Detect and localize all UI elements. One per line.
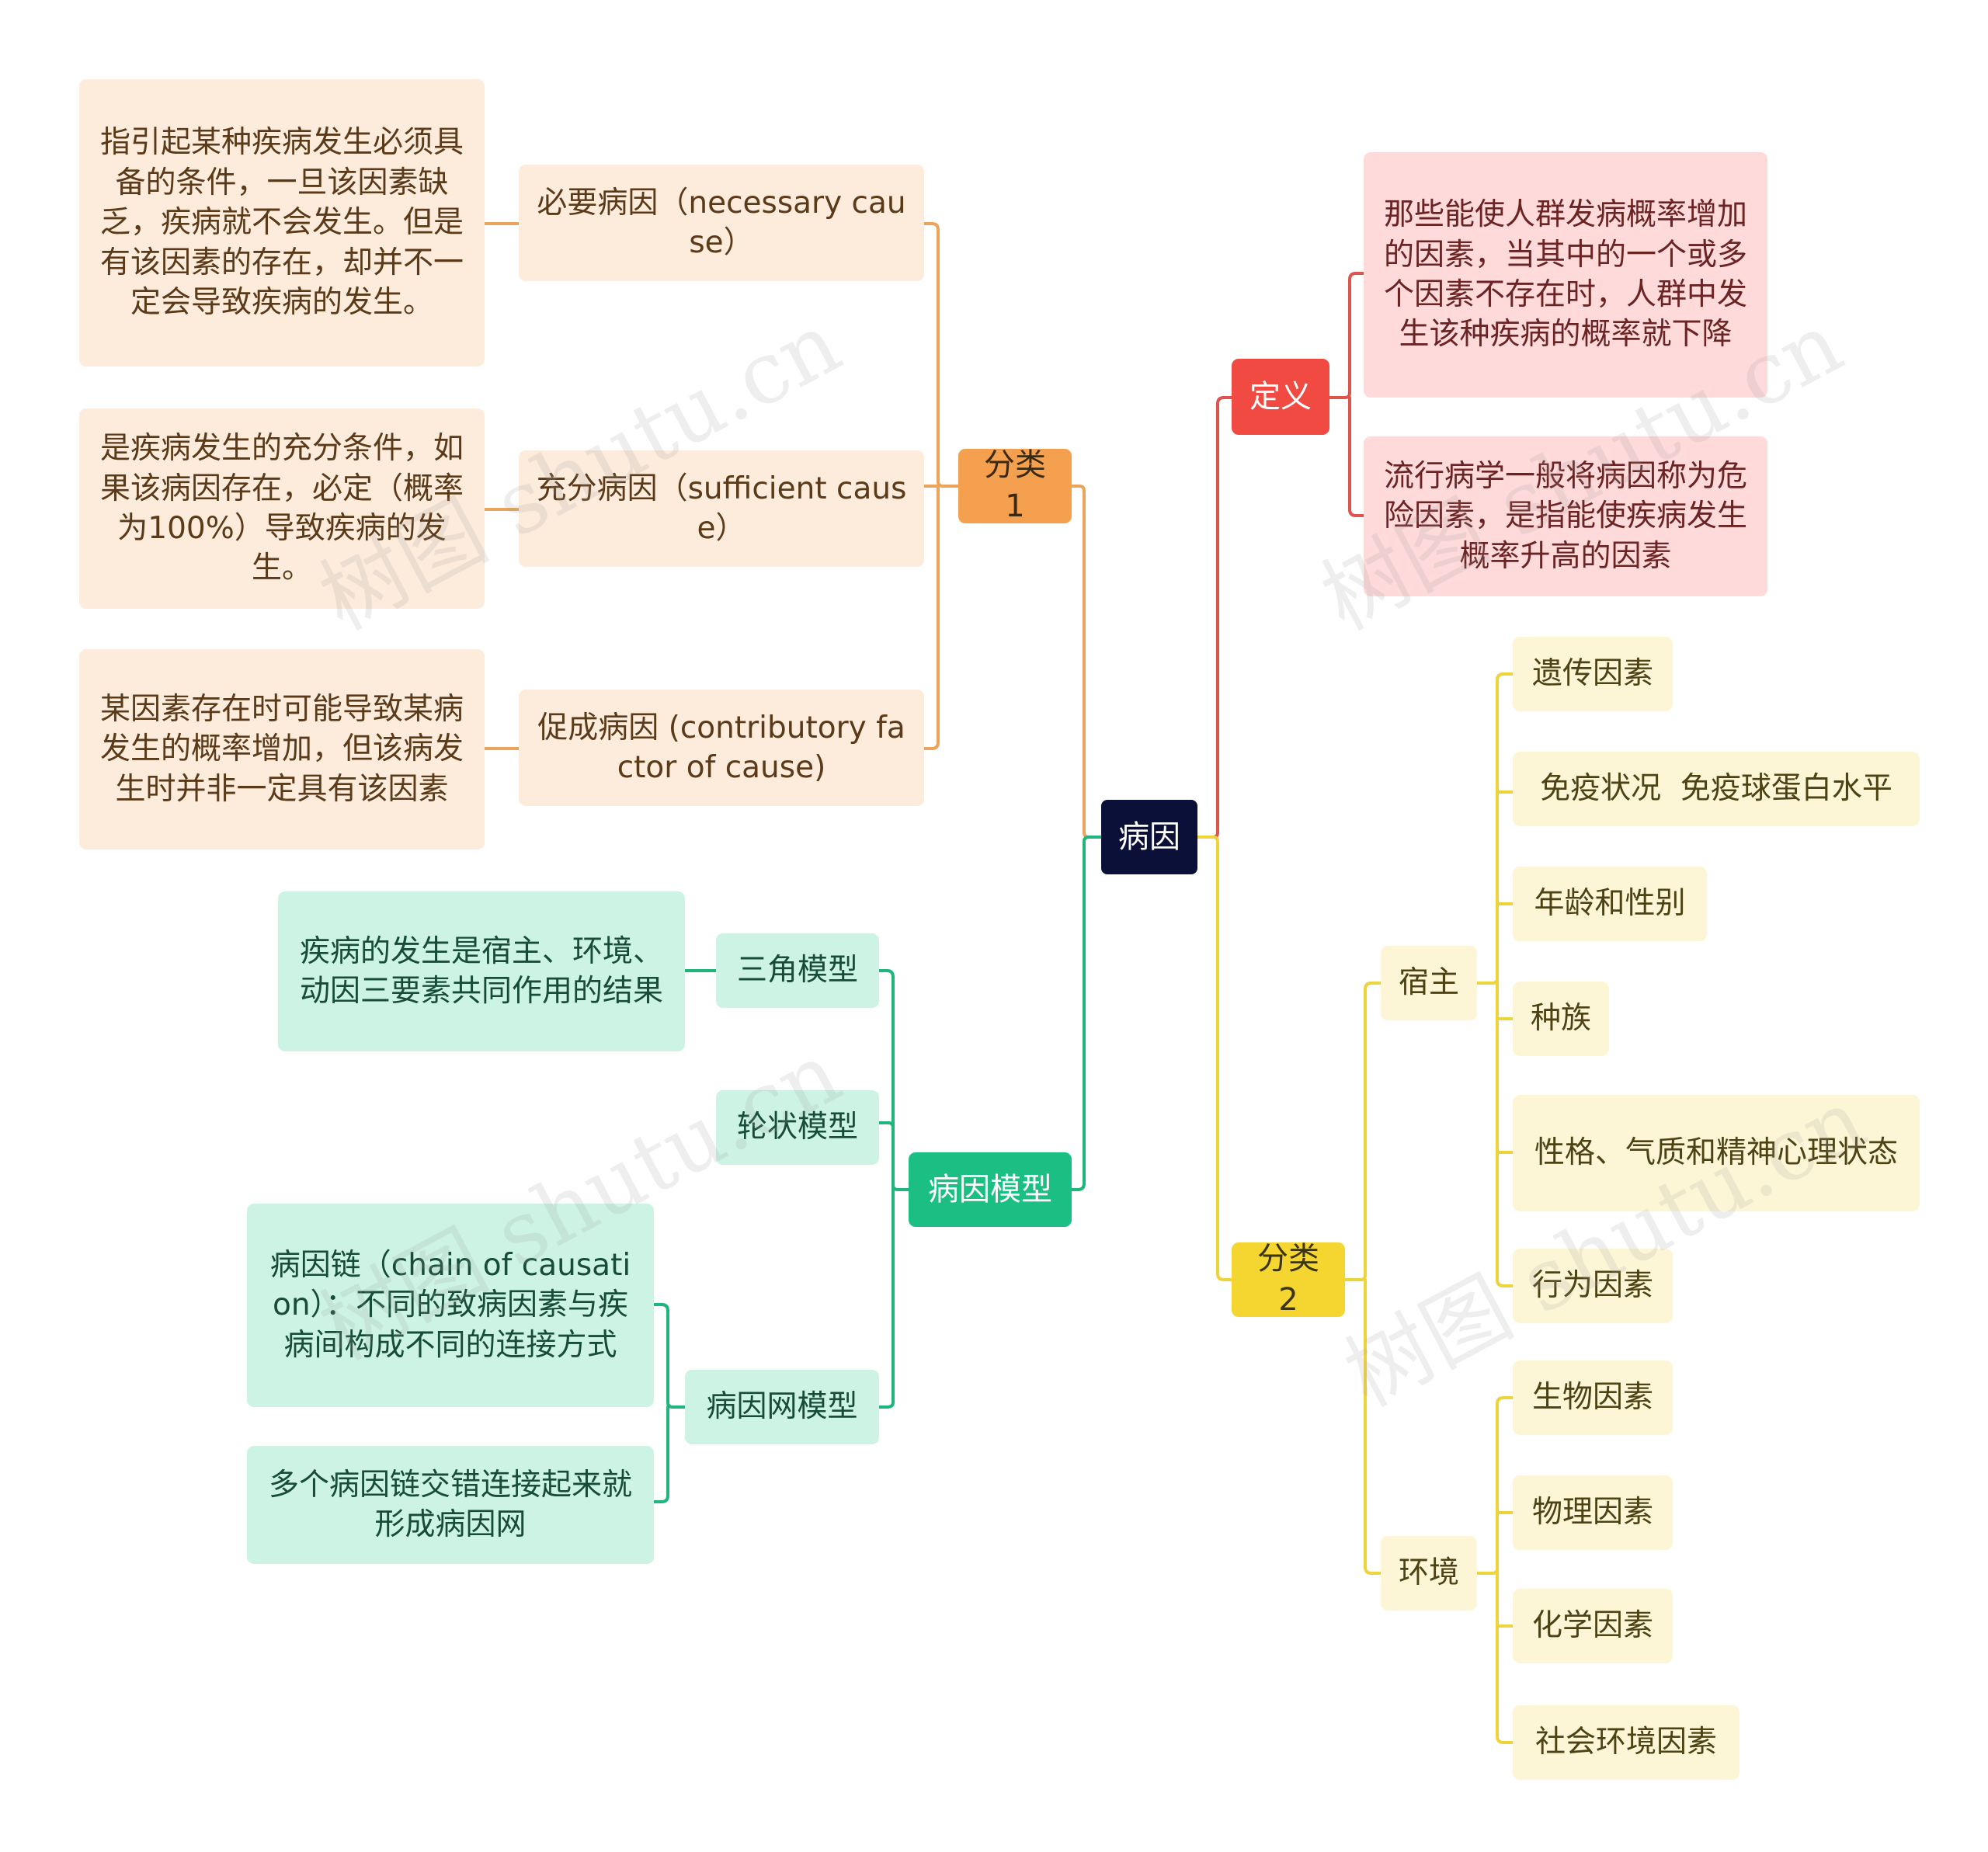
definition-item-1[interactable]: 那些能使人群发病概率增加的因素，当其中的一个或多个因素不存在时，人群中发生该种疾… — [1364, 152, 1767, 398]
triangle-model-detail[interactable]: 疾病的发生是宿主、环境、动因三要素共同作用的结果 — [278, 891, 685, 1051]
env-item-biological[interactable]: 生物因素 — [1513, 1360, 1673, 1435]
model-wheel[interactable]: 轮状模型 — [716, 1090, 879, 1165]
model-triangle[interactable]: 三角模型 — [716, 933, 879, 1008]
class1-contributory-cause[interactable]: 促成病因 (contributory factor of cause) — [519, 690, 924, 806]
sufficient-cause-detail[interactable]: 是疾病发生的充分条件，如果该病因存在，必定（概率为100%）导致疾病的发生。 — [79, 408, 485, 609]
env-item-physical[interactable]: 物理因素 — [1513, 1475, 1673, 1550]
class1-sufficient-cause[interactable]: 充分病因（sufficient cause） — [519, 450, 924, 567]
web-model-detail-chain[interactable]: 病因链（chain of causation）：不同的致病因素与疾病间构成不同的… — [247, 1204, 654, 1407]
host-item-behavior[interactable]: 行为因素 — [1513, 1249, 1673, 1323]
branch-cause-model[interactable]: 病因模型 — [909, 1152, 1072, 1227]
host-item-immunity[interactable]: 免疫状况 免疫球蛋白水平 — [1513, 752, 1920, 826]
web-model-detail-network[interactable]: 多个病因链交错连接起来就形成病因网 — [247, 1446, 654, 1564]
env-item-chemical[interactable]: 化学因素 — [1513, 1589, 1673, 1663]
host-item-personality[interactable]: 性格、气质和精神心理状态 — [1513, 1095, 1920, 1211]
necessary-cause-detail[interactable]: 指引起某种疾病发生必须具备的条件，一旦该因素缺乏，疾病就不会发生。但是有该因素的… — [79, 79, 485, 367]
class2-host[interactable]: 宿主 — [1381, 946, 1477, 1020]
definition-item-2[interactable]: 流行病学一般将病因称为危险因素，是指能使疾病发生概率升高的因素 — [1364, 436, 1767, 596]
env-item-social[interactable]: 社会环境因素 — [1513, 1705, 1740, 1780]
root-node[interactable]: 病因 — [1101, 800, 1197, 874]
host-item-genetic[interactable]: 遗传因素 — [1513, 637, 1673, 711]
contributory-cause-detail[interactable]: 某因素存在时可能导致某病发生的概率增加，但该病发生时并非一定具有该因素 — [79, 649, 485, 850]
class1-necessary-cause[interactable]: 必要病因（necessary cause） — [519, 165, 924, 281]
host-item-age-sex[interactable]: 年龄和性别 — [1513, 867, 1707, 941]
branch-definition[interactable]: 定义 — [1232, 359, 1329, 435]
branch-class2[interactable]: 分类2 — [1232, 1241, 1345, 1318]
branch-class1[interactable]: 分类1 — [958, 447, 1072, 524]
class2-environment[interactable]: 环境 — [1381, 1536, 1477, 1611]
model-web[interactable]: 病因网模型 — [685, 1370, 879, 1444]
host-item-race[interactable]: 种族 — [1513, 982, 1609, 1056]
